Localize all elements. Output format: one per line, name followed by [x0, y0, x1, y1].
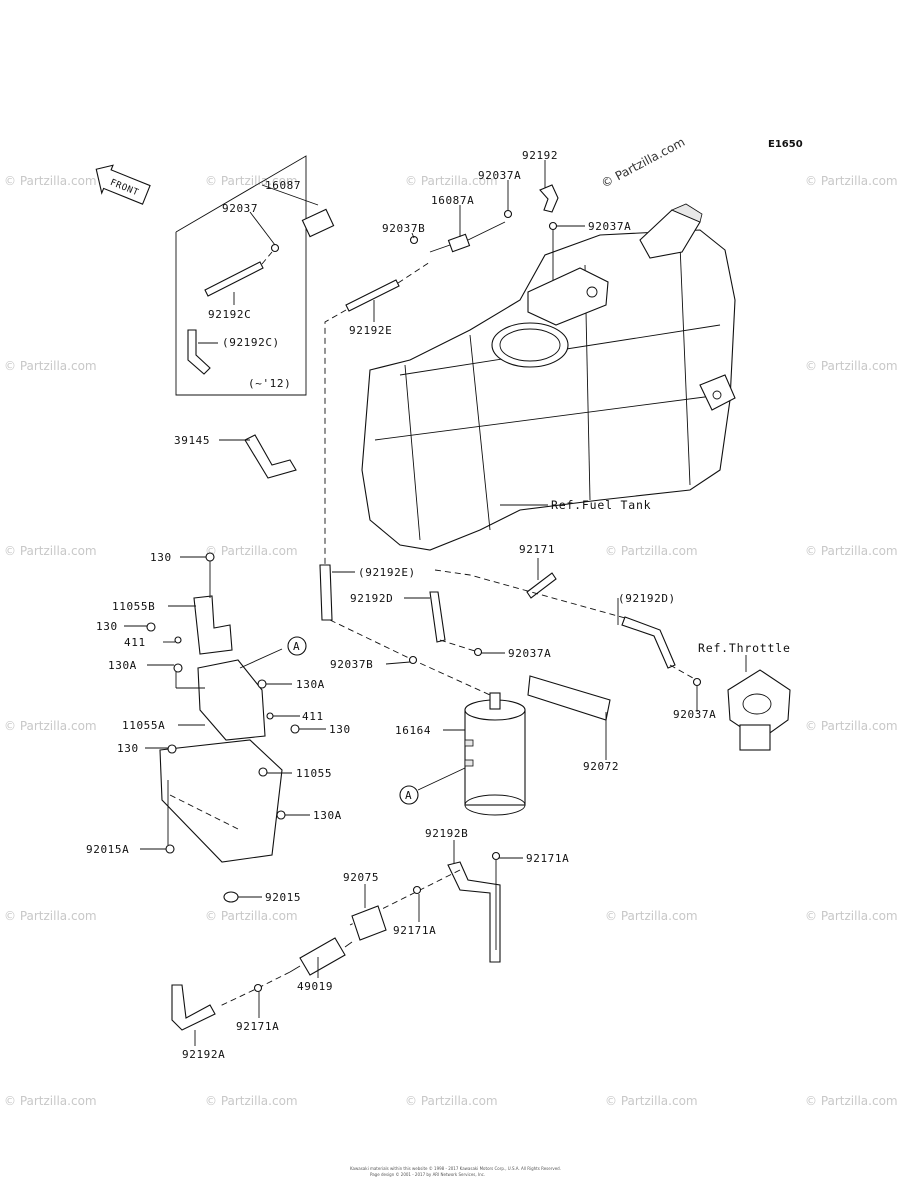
- watermark: © Partzilla.com: [605, 1094, 698, 1108]
- svg-text:A: A: [405, 789, 412, 802]
- part-label: 92037: [222, 202, 258, 215]
- front-arrow-icon: FRONT: [95, 164, 151, 205]
- footer-page-design: Page design © 2001 - 2017 by ARI Network…: [370, 1172, 485, 1177]
- watermark: © Partzilla.com: [605, 909, 698, 923]
- bolts: [146, 552, 300, 903]
- part-label: 92072: [583, 760, 619, 773]
- part-label: 11055B: [112, 600, 155, 613]
- part-label: 11055A: [122, 719, 165, 732]
- part-label: 92192B: [425, 827, 468, 840]
- part-label: 92037A: [673, 708, 716, 721]
- watermark: © Partzilla.com: [805, 544, 898, 558]
- bracket-11055B: [193, 595, 233, 655]
- year-range-note: (~'12): [248, 377, 291, 390]
- watermark: © Partzilla.com: [205, 909, 298, 923]
- part-label: 92171A: [393, 924, 436, 937]
- part-labels: 16087 92037 92192C (92192C) 92192 92037A…: [86, 149, 716, 1061]
- part-label: 92037B: [330, 658, 373, 671]
- watermark: © Partzilla.com: [205, 174, 298, 188]
- watermark: © Partzilla.com: [205, 544, 298, 558]
- watermark: © Partzilla.com: [605, 544, 698, 558]
- part-label: 130: [117, 742, 139, 755]
- watermark: © Partzilla.com: [805, 174, 898, 188]
- watermark: © Partzilla.com: [4, 719, 97, 733]
- watermark: © Partzilla.com: [405, 1094, 498, 1108]
- part-label: (92192C): [222, 336, 280, 349]
- bottom-hoses: [171, 851, 501, 1031]
- watermarks: © Partzilla.com © Partzilla.com © Partzi…: [4, 135, 898, 1108]
- bracket-11055: [159, 739, 283, 863]
- watermark: © Partzilla.com: [4, 909, 97, 923]
- part-label: 92015: [265, 891, 301, 904]
- part-label: 16164: [395, 724, 431, 737]
- part-label: 92171A: [236, 1020, 279, 1033]
- watermark: © Partzilla.com: [205, 1094, 298, 1108]
- part-label: 92171: [519, 543, 555, 556]
- part-label: 130A: [108, 659, 137, 672]
- bracket-11055A: [197, 659, 266, 741]
- part-label: 411: [302, 710, 324, 723]
- part-label: 92037A: [508, 647, 551, 660]
- footer-copyright: Kawasaki materials within this website ©…: [350, 1166, 561, 1171]
- watermark-main: © Partzilla.com: [599, 135, 687, 191]
- part-label: 411: [124, 636, 146, 649]
- part-label: 92075: [343, 871, 379, 884]
- middle-hoses: [319, 564, 702, 696]
- part-label: 92192: [522, 149, 558, 162]
- watermark: © Partzilla.com: [4, 1094, 97, 1108]
- part-label: (92192D): [618, 592, 676, 605]
- part-label: 92192D: [350, 592, 393, 605]
- watermark: © Partzilla.com: [805, 719, 898, 733]
- part-label: 11055: [296, 767, 332, 780]
- callout-a-marker: [399, 785, 419, 805]
- watermark: © Partzilla.com: [805, 359, 898, 373]
- part-label: 92192C: [208, 308, 251, 321]
- ref-fuel-tank: Ref.Fuel Tank: [551, 498, 651, 512]
- part-label: 49019: [297, 980, 333, 993]
- part-label: 92037B: [382, 222, 425, 235]
- part-label: 16087: [265, 179, 301, 192]
- watermark: © Partzilla.com: [4, 544, 97, 558]
- throttle-body: [727, 669, 791, 751]
- hose-39145: [244, 434, 297, 479]
- watermark: © Partzilla.com: [805, 909, 898, 923]
- watermark: © Partzilla.com: [805, 1094, 898, 1108]
- watermark: © Partzilla.com: [405, 174, 498, 188]
- part-label: 92192A: [182, 1048, 225, 1061]
- year-range-box: (~'12): [175, 155, 307, 396]
- part-label: 130: [96, 620, 118, 633]
- svg-text:A: A: [293, 640, 300, 653]
- top-hoses: [187, 184, 559, 565]
- watermark: © Partzilla.com: [4, 359, 97, 373]
- clip-92171: [526, 572, 557, 599]
- part-label: 92192E: [349, 324, 392, 337]
- canister-16164: [464, 692, 526, 816]
- fuel-tank: [361, 203, 736, 551]
- diagram-code: E1650: [768, 139, 803, 150]
- part-label: 130A: [296, 678, 325, 691]
- part-label: 92037A: [478, 169, 521, 182]
- part-label: 130A: [313, 809, 342, 822]
- ref-throttle: Ref.Throttle: [698, 641, 791, 655]
- bracket-92072: [527, 675, 611, 721]
- part-label: 92037A: [588, 220, 631, 233]
- part-label: 39145: [174, 434, 210, 447]
- part-label: (92192E): [358, 566, 416, 579]
- part-label: 16087A: [431, 194, 474, 207]
- part-label: 130: [150, 551, 172, 564]
- part-label: 130: [329, 723, 351, 736]
- watermark: © Partzilla.com: [4, 174, 97, 188]
- part-label: 92015A: [86, 843, 129, 856]
- callout-a-marker: [287, 636, 307, 656]
- part-label: 92171A: [526, 852, 569, 865]
- leader-lines: [124, 160, 698, 1046]
